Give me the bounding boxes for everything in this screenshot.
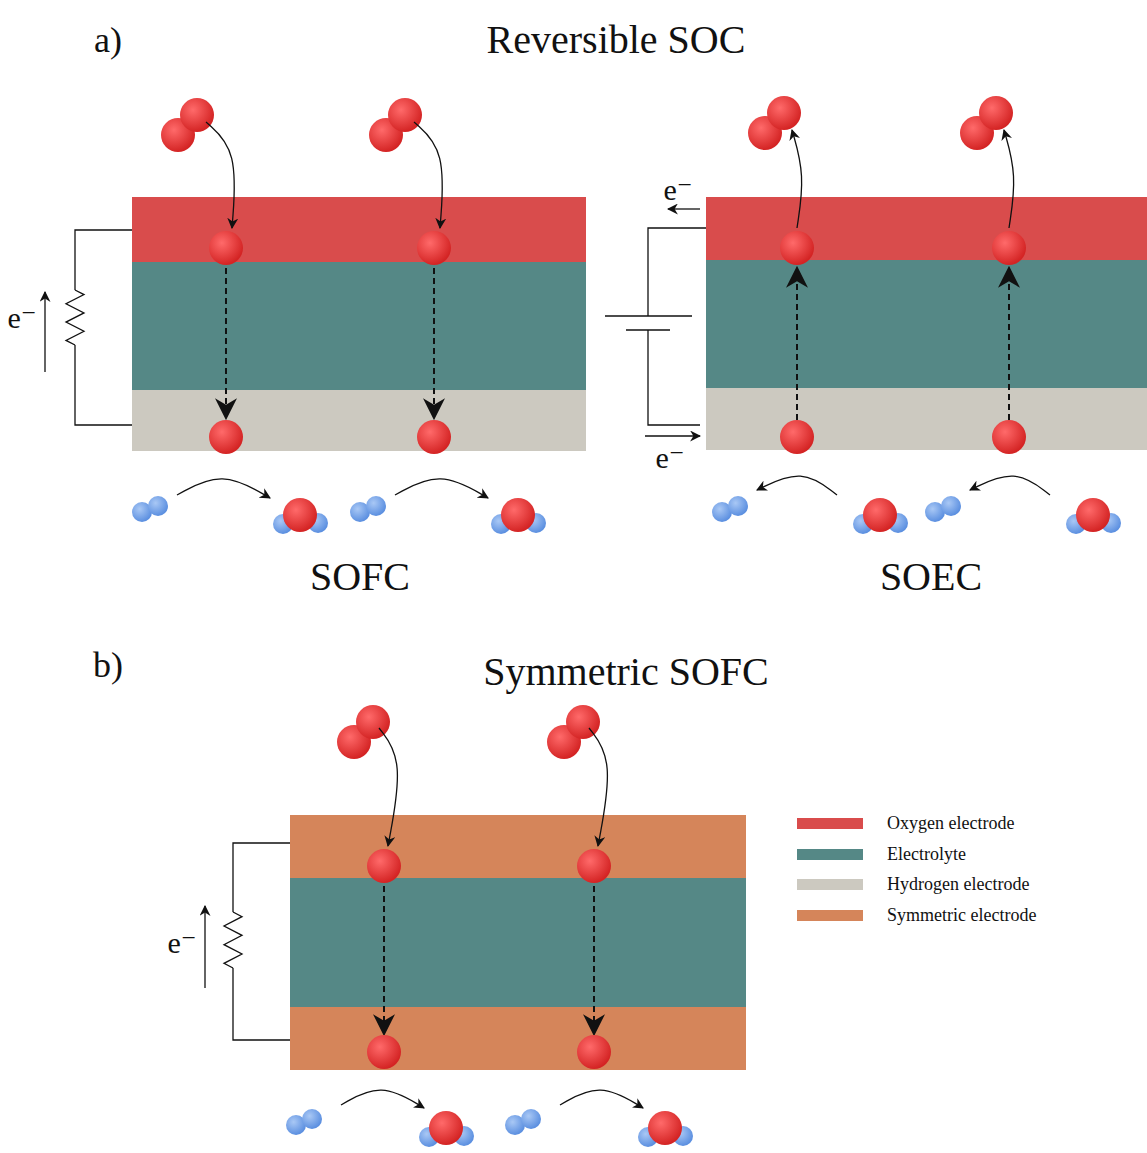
desorption-arrow <box>1004 130 1014 228</box>
atom <box>521 1109 541 1129</box>
resistor-symbol <box>66 290 84 345</box>
electron-label: e⁻ <box>7 303 36 333</box>
symmetric-electrode-band <box>290 815 746 878</box>
resistor-symbol <box>224 912 242 968</box>
ion-transport-arrow <box>433 268 435 418</box>
electron-flow-arrow <box>44 292 45 372</box>
atom <box>180 98 214 132</box>
adsorption-arrow <box>379 728 397 846</box>
oxygen-electrode-band <box>706 197 1147 260</box>
ion-transport-arrow <box>593 886 595 1034</box>
atom <box>367 849 401 883</box>
atom <box>367 1035 401 1069</box>
atom <box>283 498 317 532</box>
hydrogen-electrode-band <box>706 388 1147 450</box>
oxygen-electrode-band <box>132 197 586 262</box>
electrolyte-band <box>706 260 1147 388</box>
atom <box>979 96 1013 130</box>
adsorption-arrow <box>414 122 442 228</box>
atom <box>1076 498 1110 532</box>
legend-swatch <box>797 910 863 921</box>
atom <box>366 496 386 516</box>
wire <box>75 230 132 290</box>
atom <box>148 496 168 516</box>
ion-transport-arrow <box>225 268 227 418</box>
atom <box>209 420 243 454</box>
legend-entry: Oxygen electrode <box>797 813 1014 834</box>
legend-text: Electrolyte <box>887 844 966 865</box>
atom <box>780 231 814 265</box>
reaction-arrow <box>395 479 488 498</box>
ion-transport-arrow <box>383 886 385 1034</box>
atom <box>429 1111 463 1145</box>
legend-swatch <box>797 849 863 860</box>
atom <box>209 231 243 265</box>
battery-plate <box>605 315 692 317</box>
adsorption-arrow <box>206 122 234 228</box>
ion-transport-arrow <box>1008 268 1010 420</box>
atom <box>356 705 390 739</box>
atom <box>302 1109 322 1129</box>
panel-title: Reversible SOC <box>487 20 746 60</box>
electron-flow-arrow <box>204 906 205 988</box>
atom <box>728 496 748 516</box>
atom <box>780 420 814 454</box>
ion-transport-arrow <box>796 268 798 420</box>
legend-swatch <box>797 879 863 890</box>
atom <box>417 231 451 265</box>
mode-label: SOFC <box>310 557 410 597</box>
atom <box>992 231 1026 265</box>
reaction-arrow <box>341 1090 424 1108</box>
reaction-arrow <box>177 479 270 498</box>
legend-entry: Hydrogen electrode <box>797 874 1029 895</box>
legend-text: Hydrogen electrode <box>887 874 1029 895</box>
atom <box>577 849 611 883</box>
legend-swatch <box>797 818 863 829</box>
atom <box>648 1111 682 1145</box>
wire <box>233 843 290 912</box>
reaction-arrow <box>970 476 1050 495</box>
panel-letter: b) <box>93 647 123 683</box>
electron-label: e⁻ <box>167 928 196 958</box>
panel-letter: a) <box>94 22 122 58</box>
atom <box>767 96 801 130</box>
electron-flow-arrow <box>645 435 700 436</box>
wire <box>75 345 132 425</box>
reaction-arrow <box>757 476 837 495</box>
atom <box>941 496 961 516</box>
atom <box>863 498 897 532</box>
legend-text: Symmetric electrode <box>887 905 1036 926</box>
electron-flow-arrow <box>668 208 700 209</box>
electrolyte-band <box>132 262 586 390</box>
symmetric-electrode-band <box>290 1007 746 1070</box>
legend-entry: Symmetric electrode <box>797 905 1036 926</box>
legend-text: Oxygen electrode <box>887 813 1014 834</box>
electron-label: e⁻ <box>663 175 692 205</box>
atom <box>577 1035 611 1069</box>
wire <box>648 228 706 316</box>
atom <box>417 420 451 454</box>
wire <box>648 330 700 425</box>
atom <box>388 98 422 132</box>
hydrogen-electrode-band <box>132 390 586 451</box>
electron-label: e⁻ <box>655 443 684 473</box>
desorption-arrow <box>792 130 802 228</box>
adsorption-arrow <box>589 728 607 846</box>
electrolyte-band <box>290 878 746 1007</box>
panel-title: Symmetric SOFC <box>483 652 769 692</box>
atom <box>501 498 535 532</box>
reaction-arrow <box>560 1090 643 1108</box>
legend-entry: Electrolyte <box>797 844 966 865</box>
atom <box>992 420 1026 454</box>
wire <box>233 968 290 1040</box>
atom <box>566 705 600 739</box>
mode-label: SOEC <box>880 557 982 597</box>
